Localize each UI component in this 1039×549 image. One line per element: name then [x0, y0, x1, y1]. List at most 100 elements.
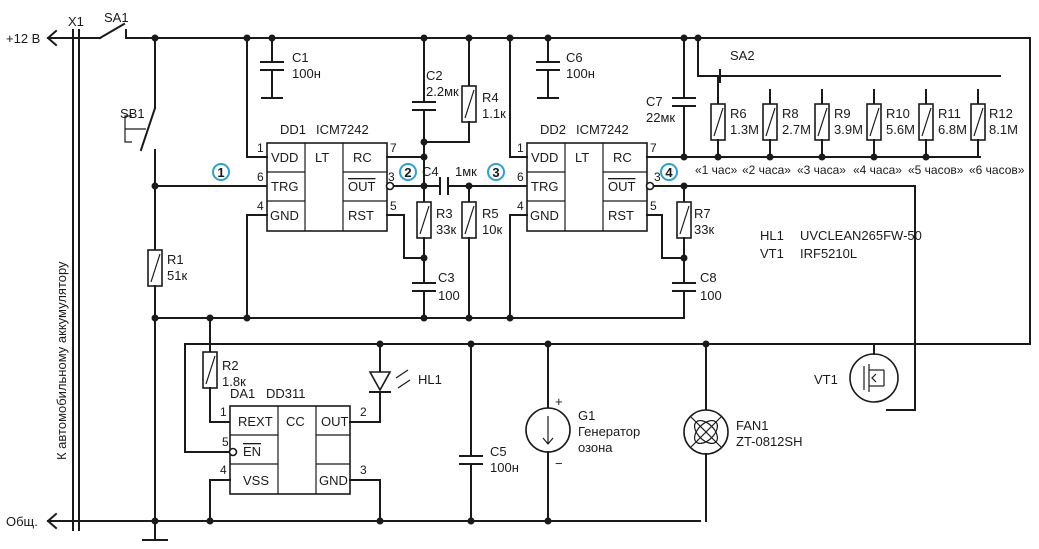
dd1-out: OUT	[348, 179, 376, 194]
node-marker: 3	[487, 163, 505, 181]
c4-capacitor	[439, 177, 528, 195]
da1-pin: 2	[360, 405, 367, 419]
dd1-pin: 1	[257, 141, 264, 155]
g1-plus: +	[555, 394, 563, 409]
c4-value: 1мк	[455, 164, 477, 179]
c5-capacitor	[459, 343, 483, 522]
legend-vt1-part: IRF5210L	[800, 246, 857, 261]
r8-name: R8	[782, 106, 799, 121]
time-label: «6 часов»	[969, 163, 1025, 177]
r4-name: R4	[482, 90, 499, 105]
r5-name: R5	[482, 206, 499, 221]
g1-minus: −	[555, 456, 563, 471]
dd2-pin: 4	[517, 199, 524, 213]
da1-gnd: GND	[319, 473, 348, 488]
c1-name: C1	[292, 50, 309, 65]
time-label: «5 часов»	[908, 163, 964, 177]
da1-pin: 3	[360, 463, 367, 477]
c6-capacitor	[536, 37, 560, 99]
dd1-lt: LT	[315, 150, 329, 165]
da1-out: OUT	[321, 414, 349, 429]
c7-value: 22мк	[646, 110, 675, 125]
c4-name: C4	[422, 164, 439, 179]
r11-name: R11	[938, 106, 961, 121]
timer-resistor	[918, 89, 934, 158]
fan1-name: FAN1	[736, 418, 769, 433]
dd2-pin: 7	[650, 141, 657, 155]
svg-text:2: 2	[404, 165, 411, 180]
da1-type: DD311	[266, 386, 306, 401]
time-label: «1 час»	[695, 163, 738, 177]
dd2-gnd: GND	[530, 208, 559, 223]
r7-resistor	[676, 185, 692, 284]
dd1-pin: 7	[390, 141, 397, 155]
c2-name: C2	[426, 68, 443, 83]
timer-resistor	[814, 89, 830, 158]
r9-value: 3.9M	[834, 122, 863, 137]
r3-name: R3	[436, 206, 453, 221]
dd2-pin: 3	[654, 170, 661, 184]
da1-vss: VSS	[243, 473, 269, 488]
r7-value: 33к	[694, 222, 714, 237]
timer-resistor	[710, 75, 726, 158]
r10-value: 5.6M	[886, 122, 915, 137]
g1-line2: озона	[578, 440, 613, 455]
power-rails	[46, 29, 1031, 531]
dd2-pin: 6	[517, 170, 524, 184]
dd2-trg: TRG	[531, 179, 558, 194]
junction-dots	[151, 34, 930, 525]
time-label: «3 часа»	[797, 163, 846, 177]
dd1-pin: 3	[388, 170, 395, 184]
r5-resistor	[461, 185, 477, 319]
r5-value: 10к	[482, 222, 502, 237]
g1-name: G1	[578, 408, 595, 423]
r3-resistor	[416, 185, 432, 284]
c6-name: C6	[566, 50, 583, 65]
sb1-label: SB1	[120, 106, 145, 121]
dd1-pin: 4	[257, 199, 264, 213]
c3-value: 100	[438, 288, 460, 303]
r2-value: 1.8к	[222, 374, 246, 389]
common-label: Общ.	[6, 514, 38, 529]
dd2-name: DD2	[540, 122, 566, 137]
dd1-rst: RST	[348, 208, 374, 223]
time-label: «2 часа»	[742, 163, 791, 177]
dd1-rc: RC	[353, 150, 372, 165]
dd1-trg: TRG	[271, 179, 298, 194]
svg-text:4: 4	[665, 165, 673, 180]
dd2-pin: 5	[650, 199, 657, 213]
dd1-vdd: VDD	[271, 150, 298, 165]
legend-hl1: HL1	[760, 228, 784, 243]
sa1-label: SA1	[104, 10, 129, 25]
c7-name: C7	[646, 94, 663, 109]
hl1-label: HL1	[418, 372, 442, 387]
r6-value: 1.3M	[730, 122, 759, 137]
g1-line1: Генератор	[578, 424, 640, 439]
c2-capacitor	[412, 37, 436, 187]
da1-rext: REXT	[238, 414, 273, 429]
c5-value: 100н	[490, 460, 519, 475]
r2-resistor	[202, 317, 231, 423]
da1-pin: 5	[222, 435, 229, 449]
node-marker: 4	[660, 163, 678, 181]
plus-12v-label: +12 В	[6, 31, 40, 46]
da1-cc: CC	[286, 414, 305, 429]
battery-side-label: К автомобильному аккумулятору	[54, 261, 69, 460]
sa2-selector	[697, 37, 1001, 83]
r1-value: 51к	[167, 268, 187, 283]
da1-en: EN	[243, 444, 261, 459]
svg-text:1: 1	[217, 165, 224, 180]
c3-capacitor	[412, 282, 436, 319]
dd1-pin: 5	[390, 199, 397, 213]
c1-value: 100н	[292, 66, 321, 81]
r12-name: R12	[989, 106, 1013, 121]
r1-name: R1	[167, 252, 184, 267]
dd2-vdd: VDD	[531, 150, 558, 165]
c5-name: C5	[490, 444, 507, 459]
dd1-pin: 6	[257, 170, 264, 184]
dd1-type: ICM7242	[316, 122, 369, 137]
timer-resistor	[970, 89, 986, 158]
dd2-pin: 1	[517, 141, 524, 155]
